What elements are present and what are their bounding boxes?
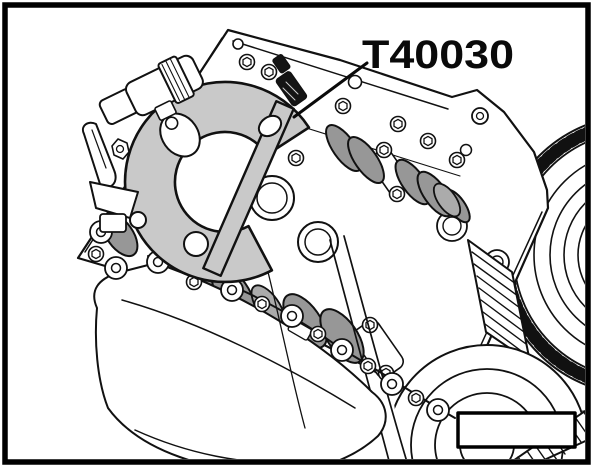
locking-tool xyxy=(123,80,311,284)
figure-frame xyxy=(2,2,591,465)
camshaft-sensor xyxy=(98,54,204,130)
valve-bores xyxy=(249,175,510,275)
timing-belt xyxy=(467,239,531,363)
caption-box xyxy=(456,411,577,449)
wing-bolt xyxy=(82,121,139,280)
tool-cross-bar xyxy=(202,99,295,277)
tool-label: T40030 xyxy=(362,33,514,77)
casting-edge xyxy=(329,235,407,459)
tool-knob xyxy=(272,54,308,107)
leader-line xyxy=(292,61,369,119)
